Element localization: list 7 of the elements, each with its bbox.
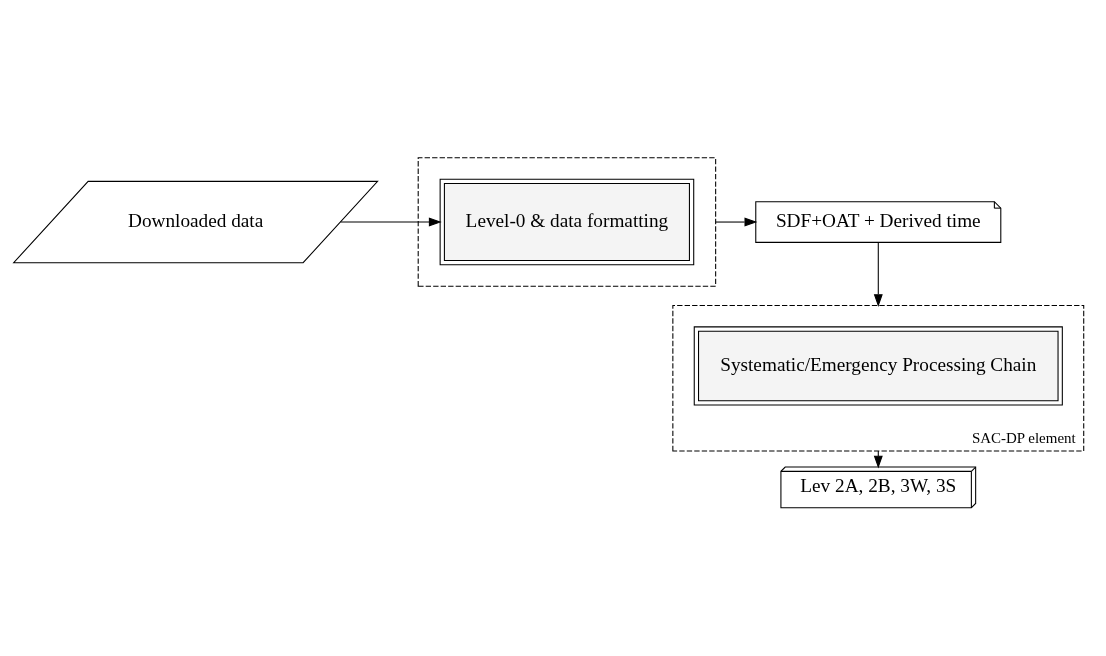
node-box: Systematic/Emergency Processing Chain xyxy=(693,325,1063,406)
arrow xyxy=(340,217,442,227)
arrow xyxy=(873,449,883,469)
cluster xyxy=(417,156,717,287)
arrow xyxy=(873,241,883,307)
arrow xyxy=(715,217,758,227)
node-box: Level-0 & data formatting xyxy=(439,178,695,265)
